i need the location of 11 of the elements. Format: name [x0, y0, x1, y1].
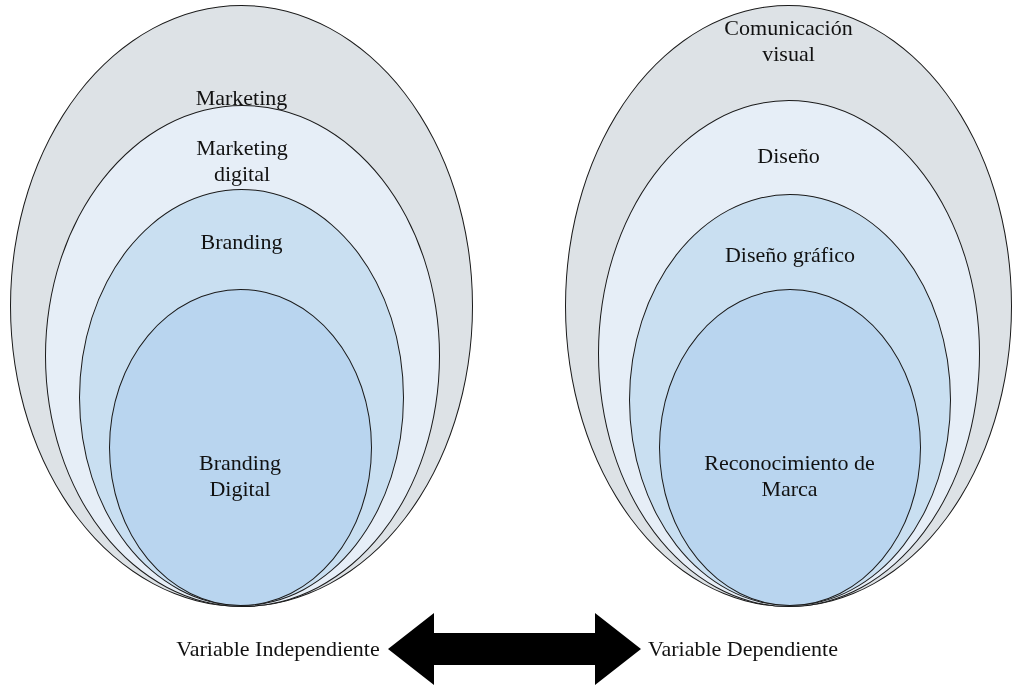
variable-text: Variable Independiente	[176, 636, 380, 662]
double-arrow	[388, 613, 641, 685]
ellipse-label: Marketing	[194, 85, 289, 111]
ellipse-label: Branding	[199, 229, 284, 255]
ellipse-label: Diseño gráfico	[723, 242, 857, 268]
ellipse-label: Comunicación visual	[723, 15, 854, 67]
ellipse-label: Diseño	[756, 142, 821, 169]
ellipse-label: Marketing digital	[195, 134, 289, 187]
variable-text: Variable Dependiente	[648, 636, 838, 662]
ellipse-label: Branding Digital	[198, 449, 282, 502]
ellipse-label: Reconocimiento de Marca	[703, 449, 876, 502]
